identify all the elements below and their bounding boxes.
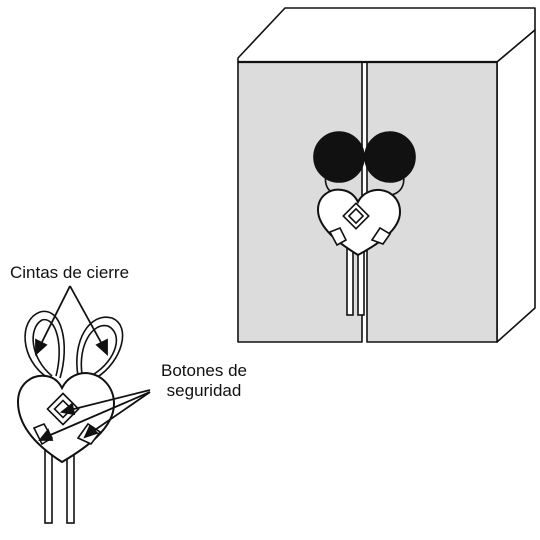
lock-strap-right — [76, 316, 124, 379]
label-safety-buttons: Botones de seguridad — [149, 361, 259, 401]
label-safety-buttons-line1: Botones de — [160, 361, 247, 380]
cabinet-lock-side-button-left — [328, 226, 348, 247]
cabinet-lock — [313, 131, 416, 316]
arrow-strap-left — [39, 285, 71, 347]
cabinet-side — [496, 29, 536, 343]
arrow-button-right — [91, 391, 151, 433]
arrow-strap-right — [69, 285, 104, 347]
label-safety-buttons-line2: seguridad — [166, 381, 242, 400]
cabinet-top — [237, 7, 536, 63]
cabinet-knob-right — [364, 131, 416, 183]
lock-strap-left — [24, 310, 66, 379]
lock-strap-right-inner — [80, 324, 118, 375]
cabinet-knob-left — [313, 131, 365, 183]
label-closing-straps: Cintas de cierre — [10, 263, 130, 282]
lock-stem-left — [44, 447, 53, 524]
arrow-button-left — [47, 391, 151, 437]
cabinet-lock-side-button-right — [370, 226, 392, 245]
arrows — [35, 285, 151, 441]
lock-strap-left-inner — [32, 319, 60, 377]
arrow-button-center — [69, 389, 151, 411]
